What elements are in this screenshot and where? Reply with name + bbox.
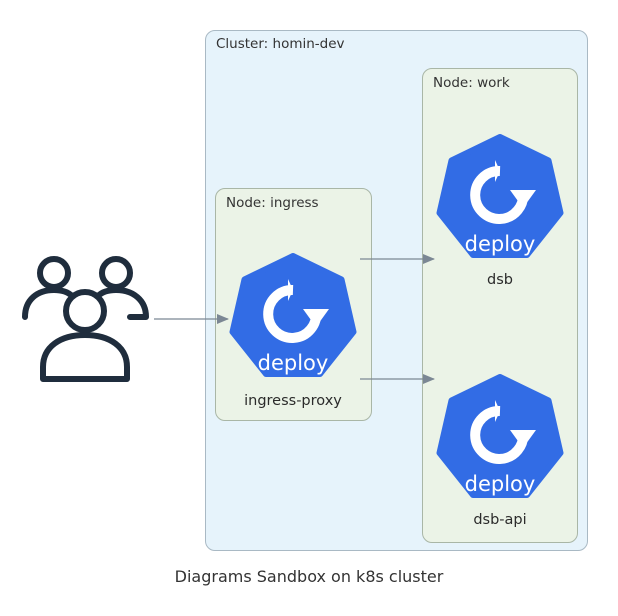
ingress-proxy-label: ingress-proxy: [244, 393, 342, 409]
ingress-proxy-deploy-icon: deploy: [229, 253, 357, 377]
node-ingress-label: Node: ingress: [226, 195, 319, 211]
cluster-label: Cluster: homin-dev: [216, 36, 345, 52]
dsb-api-deploy-icon: deploy: [436, 374, 564, 498]
diagram-caption: Diagrams Sandbox on k8s cluster: [174, 567, 444, 586]
ingress-proxy-badge: deploy: [258, 351, 329, 375]
dsb-deploy-icon: deploy: [436, 134, 564, 258]
dsb-badge: deploy: [465, 232, 536, 256]
users-icon: [22, 256, 149, 382]
dsb-api-badge: deploy: [465, 472, 536, 496]
dsb-api-label: dsb-api: [473, 512, 527, 528]
dsb-label: dsb: [487, 272, 513, 288]
node-work-label: Node: work: [433, 75, 510, 91]
